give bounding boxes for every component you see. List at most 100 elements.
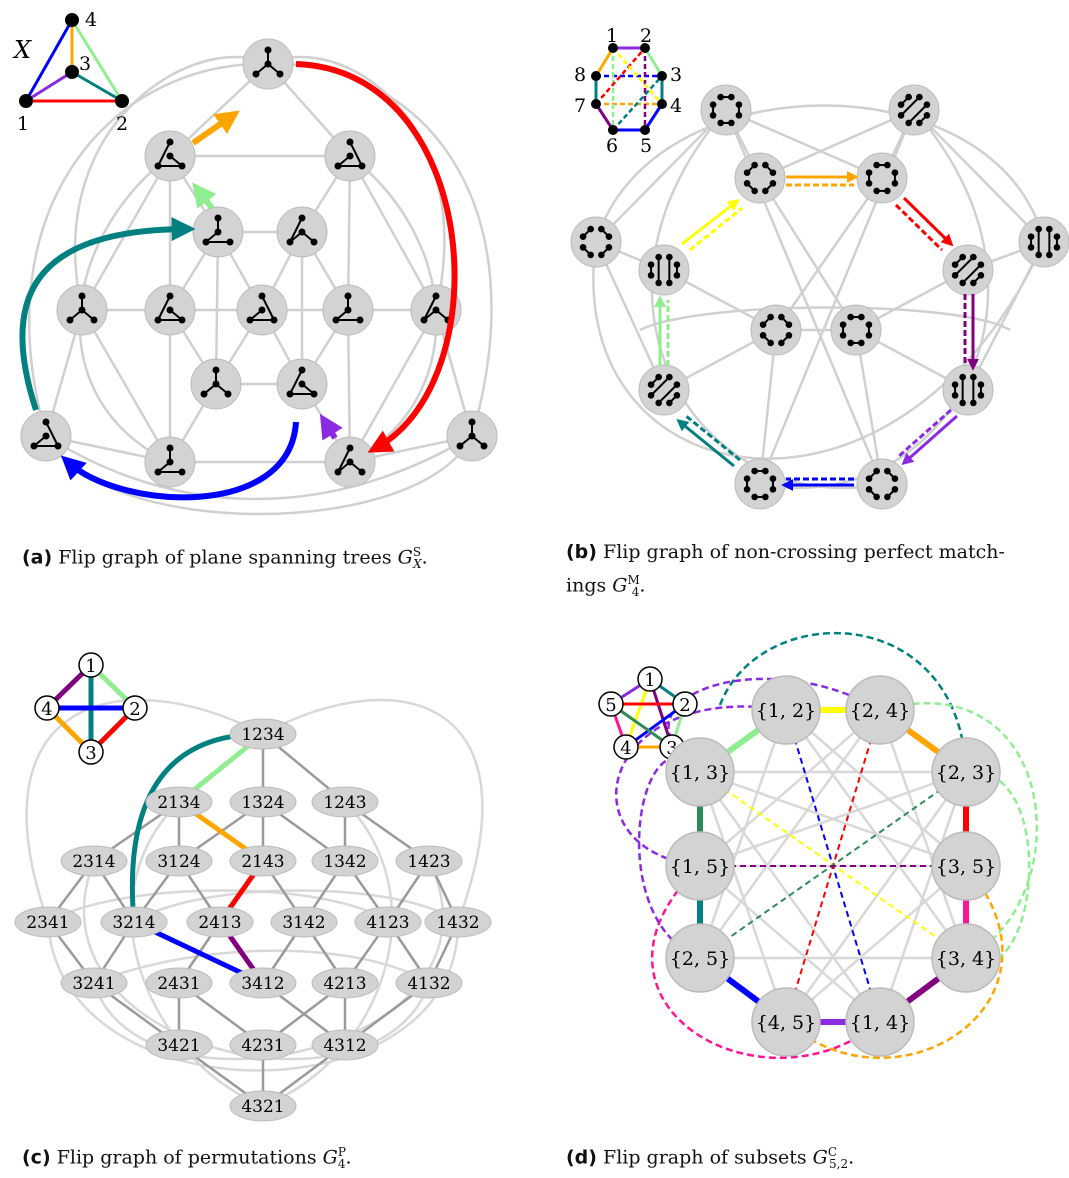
permutation-label: 4321 (241, 1097, 284, 1117)
subset-label: {1, 5} (670, 856, 730, 878)
tree-node (276, 206, 328, 258)
matching-node (734, 152, 786, 204)
permutation-label: 3241 (72, 974, 115, 994)
permutation-label: 2134 (157, 793, 200, 813)
permutation-node: 1324 (229, 786, 297, 818)
permutation-node: 1243 (311, 786, 379, 818)
inset-d-point-3: 3 (666, 738, 677, 759)
permutation-label: 2314 (72, 852, 115, 872)
permutation-label: 1432 (436, 913, 479, 933)
inset-d-point-1: 1 (644, 670, 655, 691)
permutation-node: 4321 (229, 1090, 297, 1122)
matching-node (830, 304, 882, 356)
permutation-node: 1423 (395, 845, 463, 877)
inset-b-point-5: 5 (640, 135, 652, 157)
permutation-node: 1234 (229, 718, 297, 750)
inset-d-point-2: 2 (679, 695, 690, 716)
caption-a-sup: S (412, 545, 422, 559)
inset-b-point-8: 8 (574, 64, 586, 86)
permutation-label: 4123 (366, 913, 409, 933)
subset-label: {1, 2} (756, 700, 816, 722)
caption-b-sub: 4 (631, 585, 640, 600)
subset-label: {4, 5} (756, 1012, 816, 1034)
permutation-label: 2143 (241, 852, 284, 872)
caption-b-text2: ings (566, 574, 607, 597)
flip-arrow-teal (19, 217, 196, 411)
caption-a-symbol: G (397, 546, 413, 569)
flip-arrow-violet (319, 413, 343, 441)
matching-node (700, 84, 752, 136)
matching-node (856, 152, 908, 204)
permutation-node: 4123 (354, 906, 422, 938)
panel-c-inset: 1 2 3 4 (34, 652, 148, 765)
matching-node (750, 304, 802, 356)
matching-node (942, 364, 994, 416)
permutation-label: 1324 (241, 793, 284, 813)
permutation-node: 3421 (145, 1029, 213, 1061)
matching-node (734, 458, 786, 510)
tree-node (446, 410, 498, 462)
inset-d-point-5: 5 (605, 695, 616, 716)
matching-node (638, 244, 690, 296)
inset-b-point-4: 4 (670, 95, 682, 117)
subset-label: {1, 4} (850, 1012, 910, 1034)
inset-c-point-3: 3 (85, 743, 96, 764)
tree-node (20, 410, 72, 462)
flip-arrow-blue (60, 421, 299, 501)
caption-c-sup: P (337, 1145, 346, 1159)
caption-c-sub: 4 (337, 1157, 346, 1172)
inset-point-4: 4 (85, 9, 97, 31)
inset-point-2: 2 (116, 113, 128, 135)
caption-d-symbol: G (812, 1146, 828, 1169)
caption-c-tag: (c) (22, 1146, 51, 1169)
permutation-node: 2134 (145, 786, 213, 818)
subset-node: {2, 4} (845, 675, 915, 745)
permutation-label: 2413 (198, 913, 241, 933)
permutation-node: 3412 (229, 967, 297, 999)
inset-c-point-4: 4 (41, 699, 52, 720)
subset-node: {2, 3} (931, 737, 1001, 807)
permutation-label: 4312 (323, 1036, 366, 1056)
inset-point-1: 1 (17, 113, 29, 135)
tree-node (190, 358, 242, 410)
inset-point-3: 3 (79, 53, 91, 75)
caption-b-symbol: G (612, 574, 628, 597)
caption-b-sup: M (627, 573, 640, 587)
permutation-node: 3124 (145, 845, 213, 877)
permutation-label: 1234 (241, 725, 284, 745)
permutation-label: 4213 (323, 974, 366, 994)
caption-a-text: Flip graph of plane spanning trees (58, 546, 392, 569)
permutation-label: 1342 (323, 852, 366, 872)
inset-d-point-4: 4 (620, 738, 631, 759)
caption-d-text: Flip graph of subsets (603, 1146, 807, 1169)
subset-node: {3, 5} (931, 831, 1001, 901)
inset-b-point-7: 7 (574, 95, 586, 117)
inset-b-point-2: 2 (640, 25, 652, 47)
permutation-node: 3214 (100, 906, 168, 938)
subset-label: {2, 5} (670, 948, 730, 970)
subset-node: {1, 2} (751, 675, 821, 745)
permutation-label: 1423 (407, 852, 450, 872)
permutation-node: 1342 (311, 845, 379, 877)
caption-d: (d) Flip graph of subsets GC5,2. (566, 1145, 855, 1172)
matching-node (888, 84, 940, 136)
panel-d-subsets: 1 2 3 4 5 {1, 2}{2, 4}{1, 3}{2, 3}{1, 5}… (598, 631, 1039, 1060)
tree-node (322, 284, 374, 336)
tree-node (144, 284, 196, 336)
caption-d-sup: C (827, 1145, 838, 1159)
permutation-label: 4132 (407, 974, 450, 994)
inset-c-point-1: 1 (85, 656, 96, 677)
permutation-node: 4132 (395, 967, 463, 999)
subset-label: {2, 4} (850, 700, 910, 722)
flip-arrow-lightgreen (192, 182, 217, 210)
permutation-node: 2341 (14, 906, 82, 938)
subset-node: {2, 5} (665, 923, 735, 993)
permutation-label: 3421 (157, 1036, 200, 1056)
permutation-node: 4312 (311, 1029, 379, 1061)
permutation-label: 3124 (157, 852, 200, 872)
tree-node (276, 358, 328, 410)
permutation-node: 4213 (311, 967, 379, 999)
flip-arrow-orange (191, 110, 240, 146)
